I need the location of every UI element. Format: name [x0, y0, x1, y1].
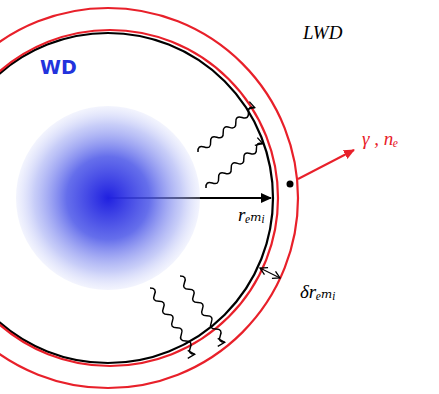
- outer-shell: [0, 8, 298, 388]
- math-label: δrₑₘᵢ: [300, 280, 336, 303]
- math-label: γ , nₑ: [362, 128, 398, 150]
- emission-point: [287, 181, 294, 188]
- inner-shell: [0, 30, 278, 366]
- white-dwarf: WD: [16, 106, 200, 290]
- photon-wave: [148, 286, 198, 356]
- math-label: LWD: [303, 22, 342, 44]
- math-label: rₑₘᵢ: [238, 203, 265, 226]
- photon-wave: [204, 141, 264, 190]
- star-disc: [16, 106, 200, 290]
- photon-wave: [196, 105, 256, 154]
- thickness-arrow: [260, 268, 280, 278]
- escape-arrow: [298, 150, 354, 179]
- photon-wave: [178, 274, 228, 344]
- star-label: WD: [40, 56, 77, 78]
